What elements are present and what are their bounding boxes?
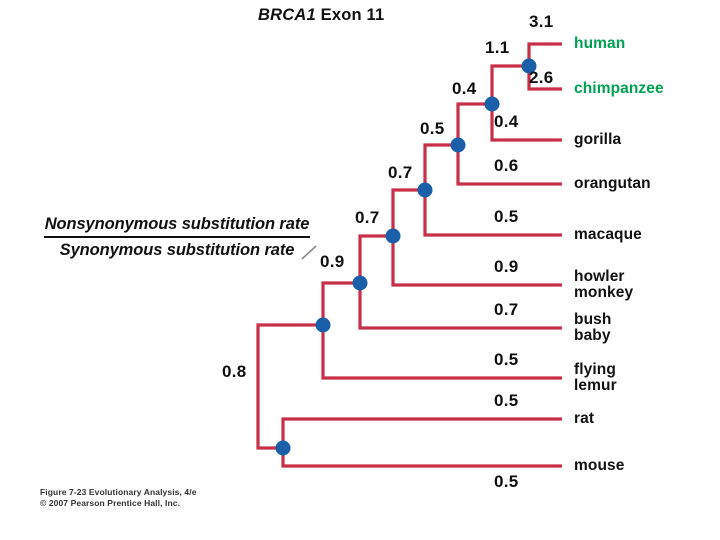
rate-flying-lemur: 0.5 [494,350,519,369]
tip-label-flying-lemur: flying lemur [574,361,617,394]
rate-anthropoid-ancestor: 0.7 [355,208,380,227]
rate-howler-monkey: 0.9 [494,257,519,276]
node-african-ape-ancestor [484,96,500,112]
tip-label-howler-monkey: howler monkey [574,268,634,301]
rate-ratio-annotation: Nonsynonymous substitution rate Synonymo… [44,215,310,260]
annotation-leader-line [301,245,317,260]
title-suffix: Exon 11 [315,6,385,24]
rate-rat: 0.5 [494,391,519,410]
branch-rat [281,417,562,448]
rate-chimpanzee: 2.6 [529,68,554,87]
rate-primate-ancestor: 0.9 [320,252,345,271]
rate-african-ape-ancestor: 0.4 [452,79,477,98]
branch-macaque [423,190,562,237]
ratio-fraction-bar [44,236,310,238]
branch-howler-monkey [391,236,562,287]
figure-title: BRCA1 Exon 11 [258,6,384,25]
tip-label-mouse: mouse [574,457,625,474]
branch-anthropoid-ancestor [358,234,393,283]
rate-mouse: 0.5 [494,472,519,491]
node-great-ape-ancestor [450,137,466,153]
ratio-denominator: Synonymous substitution rate [59,241,295,259]
branch-euarchonta-ancestor [256,323,323,373]
node-markers [275,58,537,456]
tip-label-human: human [574,35,626,52]
branch-root [256,373,283,450]
rate-macaque: 0.5 [494,207,519,226]
branch-flying-lemur [321,325,562,380]
node-catarrhine-ancestor [417,182,433,198]
branch-human-chimp-ancestor [490,64,529,104]
tip-label-macaque: macaque [574,226,642,243]
branch-primate-ancestor [321,281,360,325]
branch-gorilla [490,104,562,142]
rate-human: 3.1 [529,12,554,31]
tip-label-gorilla: gorilla [574,131,622,148]
figure-credit: Figure 7-23 Evolutionary Analysis, 4/e ©… [40,487,197,508]
node-human-chimpanzee-ancestor [521,58,537,74]
ratio-numerator: Nonsynonymous substitution rate [44,215,310,233]
rate-bush-baby: 0.7 [494,300,519,319]
gene-name: BRCA1 [258,6,316,24]
branch-great-ape-ancestor [423,143,458,190]
rate-gorilla: 0.4 [494,112,519,131]
branch-orangutan [456,145,562,186]
tip-label-chimpanzee: chimpanzee [574,80,664,97]
branch-african-ape-ancestor [456,102,492,145]
node-euarchonta-ancestor [315,317,331,333]
tip-label-orangutan: orangutan [574,175,651,192]
rate-euarchonta-ancestor: 0.8 [222,362,247,381]
node-primate-ancestor [352,275,368,291]
tip-label-rat: rat [574,410,595,427]
rate-catarrhine-ancestor: 0.7 [388,163,413,182]
rate-human-chimpanzee-ancestor: 1.1 [485,38,510,57]
tip-label-bush-baby: bush baby [574,311,612,344]
node-anthropoid-ancestor [385,228,401,244]
branch-mouse [281,448,562,468]
rate-orangutan: 0.6 [494,156,519,175]
branch-chimpanzee [527,66,562,91]
node-rodent-ancestor [275,440,291,456]
branch-catarrhine-ancestor [391,188,425,236]
branch-bush-baby [358,283,562,330]
rate-great-ape-ancestor: 0.5 [420,119,445,138]
